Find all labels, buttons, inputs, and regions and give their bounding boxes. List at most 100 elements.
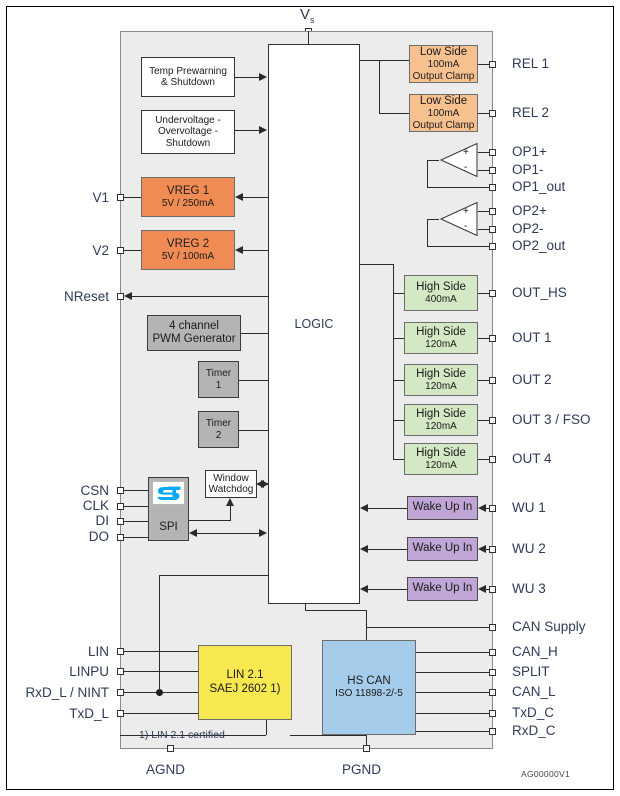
pin-can-l[interactable] [489, 689, 496, 696]
pin-label-do: DO [88, 529, 109, 544]
pin-txdl[interactable] [117, 710, 124, 717]
pin-wu1[interactable] [489, 505, 496, 512]
block-timer1: Timer 1 [198, 361, 239, 398]
wire-opamp2-fb [427, 219, 439, 220]
footnote-lin-certified: 1) LIN 2.1 certified [139, 729, 225, 741]
wire-csn-to-spi [124, 490, 148, 491]
wire-uvov-to-logic [235, 130, 261, 131]
pin-label-csn: CSN [80, 483, 109, 498]
wire-hs-bus-to-hs1 [393, 338, 404, 339]
wire-spi-to-watchdog-v [230, 505, 231, 520]
wire-wu1-to-logic [368, 508, 407, 509]
pin-label-wu3: WU 3 [512, 581, 546, 596]
pin-can-h[interactable] [489, 649, 496, 656]
arrow-pin-to-wu3 [478, 585, 486, 593]
pin-op2p[interactable] [489, 208, 496, 215]
block-low-side-1: Low Side 100mA Output Clamp [409, 45, 478, 83]
pin-op2out[interactable] [489, 243, 496, 250]
wire-agnd-rail [120, 735, 266, 736]
wire-di-to-spi [124, 521, 148, 522]
wire-clk-to-spi [124, 506, 148, 507]
block-low-side-2: Low Side 100mA Output Clamp [409, 94, 478, 132]
pin-txd-c[interactable] [489, 710, 496, 717]
block-wake-up-1: Wake Up In [407, 496, 478, 520]
vs-subscript: s [310, 15, 315, 25]
pin-label-v1: V1 [92, 190, 109, 205]
block-hs1-line2: 120mA [425, 338, 457, 350]
wire-opamp1-out-h [427, 187, 490, 188]
pin-out2[interactable] [489, 377, 496, 384]
pin-wu3[interactable] [489, 586, 496, 593]
block-watchdog-line2: Watchdog [208, 484, 254, 495]
pin-nreset[interactable] [117, 293, 124, 300]
wire-opamp1-fb [427, 160, 439, 161]
wire-opamp2-minus [478, 229, 490, 230]
wire-logic-hs-bus-top [360, 264, 394, 265]
wire-timer2-to-logic [239, 430, 268, 431]
pin-op1m[interactable] [489, 167, 496, 174]
pin-agnd[interactable] [167, 745, 174, 752]
wire-can-l [416, 692, 490, 693]
pin-label-out1: OUT 1 [512, 330, 552, 345]
pin-clk[interactable] [117, 503, 124, 510]
pin-v1[interactable] [117, 194, 124, 201]
pin-label-op1out: OP1_out [512, 179, 566, 194]
logic-label: LOGIC [294, 317, 334, 331]
arrow-logic-to-nreset [124, 292, 132, 300]
pin-label-clk: CLK [82, 498, 109, 513]
wire-lowside1-to-rel1 [478, 64, 490, 65]
pin-op1p[interactable] [489, 149, 496, 156]
pin-out1[interactable] [489, 335, 496, 342]
block-vreg1-line2: 5V / 250mA [161, 197, 215, 209]
pin-op1out[interactable] [489, 184, 496, 191]
wire-hs3-to-pin [478, 420, 490, 421]
opamp-2-minus: - [464, 221, 468, 232]
wire-rxd-c [416, 731, 490, 732]
pin-label-can-supply: CAN Supply [512, 619, 586, 634]
pin-wu2[interactable] [489, 546, 496, 553]
pin-linpu[interactable] [117, 668, 124, 675]
pin-rel2[interactable] [489, 110, 496, 117]
pin-di[interactable] [117, 518, 124, 525]
wire-logic-lowside1 [360, 60, 409, 61]
block-can-line1: HS CAN [347, 675, 391, 688]
wire-temp-to-logic [235, 77, 261, 78]
block-spi-label: SPI [159, 520, 178, 533]
pin-op2m[interactable] [489, 226, 496, 233]
block-high-side-hs: High Side 400mA [404, 275, 478, 311]
pin-do[interactable] [117, 534, 124, 541]
block-lin-line1: LIN 2.1 [226, 669, 264, 682]
logic-block: LOGIC [268, 44, 360, 604]
pin-rxdl-nint[interactable] [117, 689, 124, 696]
block-timer2-line1: Timer [205, 418, 232, 429]
wire-hs-bus-v [393, 264, 394, 459]
pin-csn[interactable] [117, 487, 124, 494]
wire-lin-to-logic-h [159, 575, 268, 576]
opamp-1: + - [437, 142, 478, 178]
pin-label-out2: OUT 2 [512, 372, 552, 387]
block-lowside1-line2: 100mA [427, 59, 460, 71]
block-hs4-line2: 120mA [425, 459, 457, 471]
pin-can-supply[interactable] [489, 624, 496, 631]
arrow-logic-to-vreg2 [235, 246, 243, 254]
pin-label-op2m: OP2- [512, 221, 544, 236]
arrow-pin-to-wu2 [478, 545, 486, 553]
arrow-pin-to-wu1 [478, 504, 486, 512]
pin-rxd-c[interactable] [489, 728, 496, 735]
pin-out4[interactable] [489, 456, 496, 463]
pin-split[interactable] [489, 669, 496, 676]
block-hs0-line2: 400mA [425, 293, 457, 305]
pin-label-wu2: WU 2 [512, 541, 546, 556]
arrow-wu1-to-logic [360, 504, 368, 512]
pin-lin[interactable] [117, 648, 124, 655]
pin-v2[interactable] [117, 247, 124, 254]
wire-wu3-to-logic [368, 589, 407, 590]
pin-pgnd[interactable] [363, 745, 370, 752]
pin-label-out-hs: OUT_HS [512, 285, 567, 300]
block-vreg2-line2: 5V / 100mA [161, 250, 215, 262]
wire-opamp1-minus [478, 170, 490, 171]
pin-rel1[interactable] [489, 61, 496, 68]
pin-out-hs[interactable] [489, 290, 496, 297]
arrow-logic-to-vreg1 [235, 193, 243, 201]
pin-out3-fso[interactable] [489, 417, 496, 424]
